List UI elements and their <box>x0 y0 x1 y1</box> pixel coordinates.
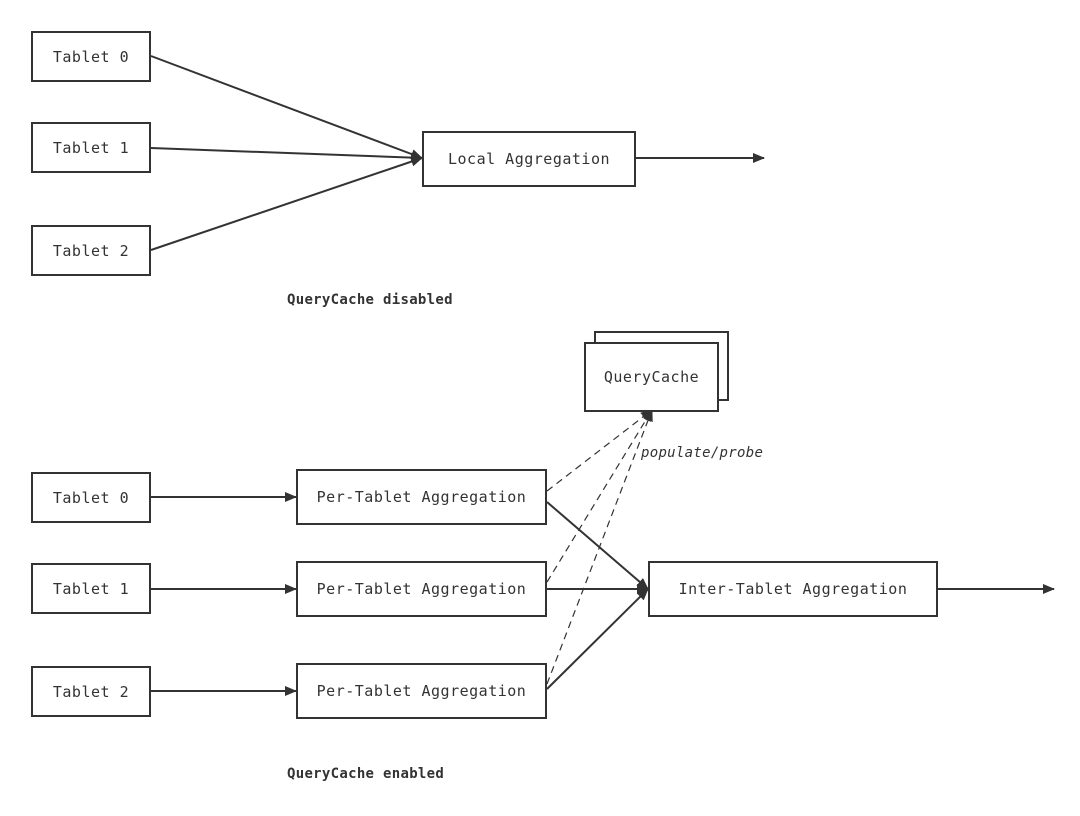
edge-tablet2-to-local-aggregation <box>150 156 423 251</box>
node-label: Tablet 1 <box>52 579 130 598</box>
node-label: Inter-Tablet Aggregation <box>678 580 908 598</box>
top-tablet-0: Tablet 0 <box>31 31 151 82</box>
node-label: Tablet 2 <box>52 682 130 701</box>
caption-querycache-disabled: QueryCache disabled <box>287 292 453 308</box>
per-tablet-aggregation-0: Per-Tablet Aggregation <box>296 469 547 525</box>
node-label: Tablet 0 <box>52 47 130 66</box>
edge-per-tablet2-to-inter-tablet <box>546 588 649 690</box>
node-label: QueryCache <box>603 368 700 386</box>
bottom-tablet-2: Tablet 2 <box>31 666 151 717</box>
inter-tablet-aggregation: Inter-Tablet Aggregation <box>648 561 938 617</box>
populate-probe-label: populate/probe <box>641 445 764 461</box>
node-label: Per-Tablet Aggregation <box>316 488 527 506</box>
edge-per-tablet0-to-querycache <box>546 409 653 492</box>
per-tablet-aggregation-2: Per-Tablet Aggregation <box>296 663 547 719</box>
top-tablet-1: Tablet 1 <box>31 122 151 173</box>
node-label: Per-Tablet Aggregation <box>316 580 527 598</box>
local-aggregation: Local Aggregation <box>422 131 636 187</box>
edge-tablet1-to-local-aggregation <box>150 147 423 163</box>
edge-per-tablet1-to-querycache <box>546 409 653 583</box>
edge-per-tablet2-to-querycache <box>546 409 653 685</box>
caption-querycache-enabled: QueryCache enabled <box>287 766 445 782</box>
bottom-tablet-0: Tablet 0 <box>31 472 151 523</box>
querycache: QueryCache <box>584 342 719 412</box>
bottom-tablet-1: Tablet 1 <box>31 563 151 614</box>
top-tablet-2: Tablet 2 <box>31 225 151 276</box>
node-label: Tablet 2 <box>52 241 130 260</box>
per-tablet-aggregation-1: Per-Tablet Aggregation <box>296 561 547 617</box>
node-label: Tablet 0 <box>52 488 130 507</box>
edge-tablet0-to-local-aggregation <box>150 55 423 159</box>
node-label: Local Aggregation <box>447 150 611 168</box>
edge-per-tablet0-to-inter-tablet <box>546 501 649 590</box>
node-label: Per-Tablet Aggregation <box>316 682 527 700</box>
node-label: Tablet 1 <box>52 138 130 157</box>
